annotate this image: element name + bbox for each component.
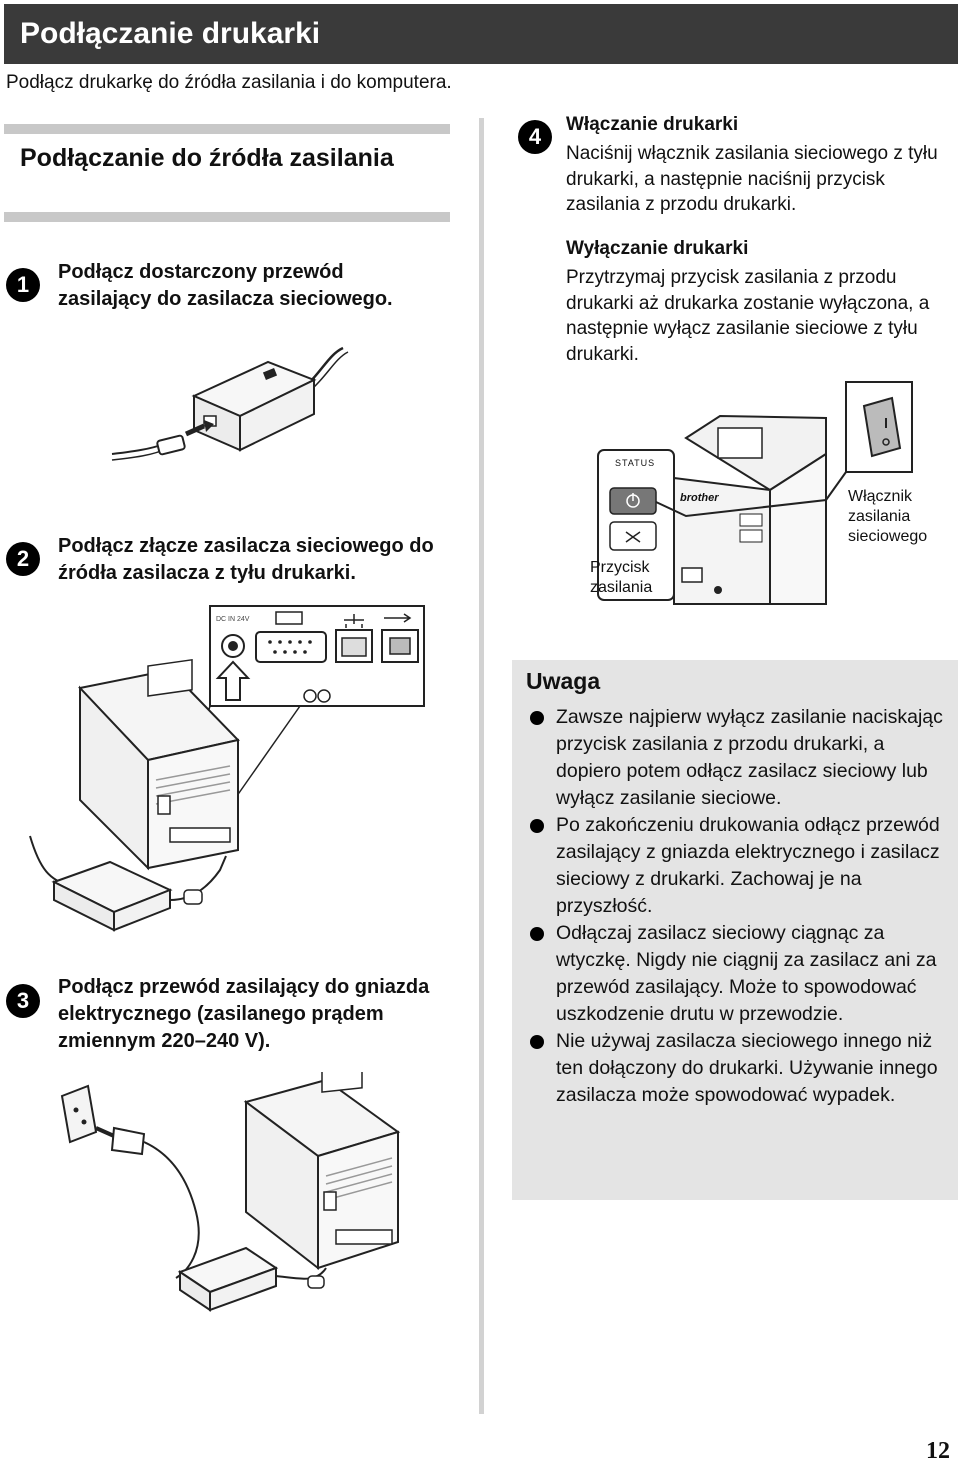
step-4-number: 4 [518,120,552,154]
note-item-text: Odłączaj zasilacz sieciowy ciągnąc za wt… [556,922,937,1025]
step-2-number: 2 [6,542,40,576]
power-off-title: Wyłączanie drukarki [566,238,749,259]
step-3-number: 3 [6,984,40,1018]
page-title: Podłączanie drukarki [4,4,958,64]
bullet-icon [530,819,544,833]
status-label: STATUS [615,458,656,468]
step-1-text: Podłącz dostarczony przewód zasilający d… [58,261,393,310]
note-item: Nie używaj zasilacza sieciowego innego n… [526,1028,946,1109]
note-title: Uwaga [526,668,601,694]
intro-text: Podłącz drukarkę do źródła zasilania i d… [6,72,452,93]
bullet-icon [530,927,544,941]
power-on-text: Naciśnij włącznik zasilania sieciowego z… [566,143,938,215]
brand-label: brother [680,492,719,504]
mains-switch-label: Włącznik zasilania sieciowego [848,488,928,545]
bullet-icon [530,711,544,725]
power-off-text: Przytrzymaj przycisk zasilania z przodu … [566,267,930,365]
power-button-label: Przycisk zasilania [590,559,653,596]
printer-front-illustration [597,381,913,605]
step-1-number: 1 [6,268,40,302]
power-on-title: Włączanie drukarki [566,114,739,135]
wall-outlet-illustration [60,1072,401,1312]
column-divider [479,118,484,1414]
note-list: Zawsze najpierw wyłącz zasilanie naciska… [526,704,946,1109]
note-item: Po zakończeniu drukowania odłącz przewód… [526,812,946,920]
note-item-text: Po zakończeniu drukowania odłącz przewód… [556,814,940,917]
bullet-icon [530,1035,544,1049]
section-heading: Podłączanie do źródła zasilania [20,144,394,172]
note-item-text: Nie używaj zasilacza sieciowego innego n… [556,1030,938,1106]
section-heading-box: Podłączanie do źródła zasilania [4,124,450,222]
note-item: Zawsze najpierw wyłącz zasilanie naciska… [526,704,946,812]
step-3-text: Podłącz przewód zasilający do gniazda el… [58,976,430,1052]
note-item-text: Zawsze najpierw wyłącz zasilanie naciska… [556,706,943,809]
note-item: Odłączaj zasilacz sieciowy ciągnąc za wt… [526,920,946,1028]
rear-panel-illustration [29,605,425,932]
section-bar-bottom [4,212,450,222]
step-2-text: Podłącz złącze zasilacza sieciowego do ź… [58,535,434,584]
section-bar-top [4,124,450,134]
adapter-cord-illustration [111,346,349,461]
dc-in-label: DC IN 24V [216,616,250,623]
page-number: 12 [926,1438,950,1464]
note-box: Uwaga Zawsze najpierw wyłącz zasilanie n… [512,660,958,1200]
